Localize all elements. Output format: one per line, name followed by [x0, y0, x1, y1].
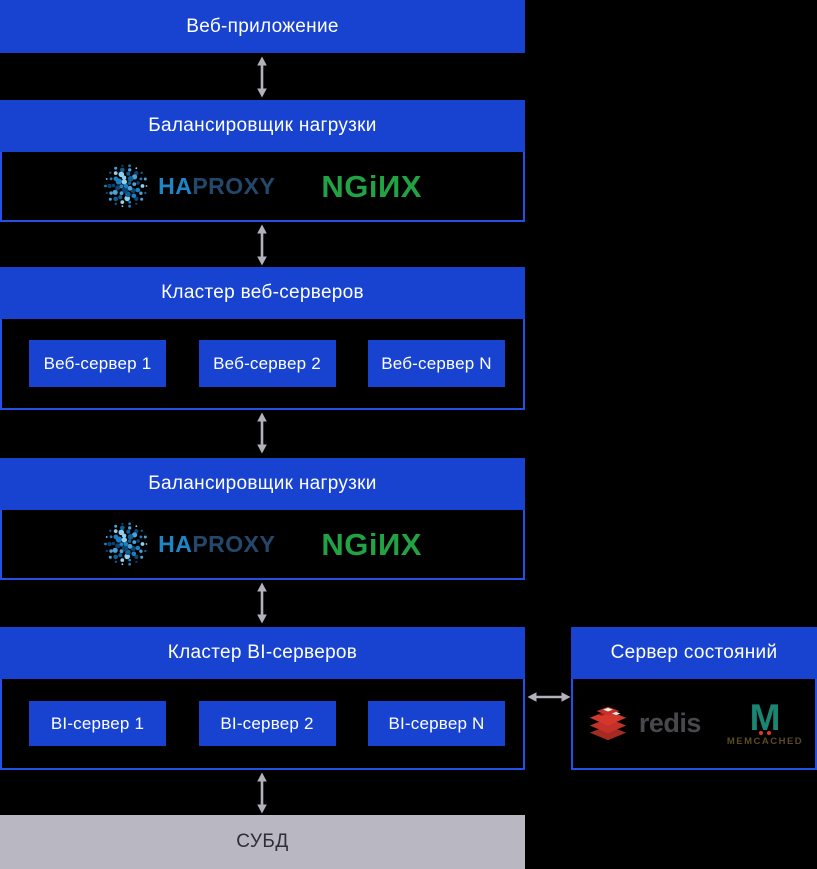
arrow-vertical-icon — [257, 582, 267, 624]
memcached-m-icon: M — [749, 696, 781, 738]
haproxy-ha-text: HA — [158, 530, 193, 557]
state-server-block: Сервер состояний redis M — [571, 627, 817, 770]
bi-server-2-box: BI-сервер 2 — [198, 701, 336, 746]
arrow-horizontal-icon — [527, 692, 571, 702]
state-server-title: Сервер состояний — [610, 642, 778, 663]
web-app-block: Веб-приложение — [0, 0, 525, 53]
arrow-vertical-icon — [257, 772, 267, 814]
bi-server-1-label: BI-сервер 1 — [50, 713, 145, 733]
web-cluster-title: Кластер веб-серверов — [161, 282, 364, 303]
nginx-logo: NGiИX — [321, 168, 422, 204]
bi-cluster-block: Кластер BI-серверов BI-сервер 1 BI-серве… — [0, 627, 525, 770]
load-balancer-1-title: Балансировщик нагрузки — [148, 115, 377, 136]
load-balancer-1-header: Балансировщик нагрузки — [0, 100, 525, 152]
web-app-title: Веб-приложение — [186, 15, 339, 37]
web-server-1-label: Веб-сервер 1 — [43, 353, 152, 373]
web-server-n-label: Веб-сервер N — [381, 353, 492, 373]
web-server-row: Веб-сервер 1 Веб-сервер 2 Веб-сервер N — [2, 340, 523, 387]
haproxy-logo: HAPROXY — [103, 163, 275, 209]
web-server-2-label: Веб-сервер 2 — [213, 353, 321, 373]
bi-server-row: BI-сервер 1 BI-сервер 2 BI-сервер N — [2, 701, 523, 746]
memcached-logo: M MEMCACHED — [726, 696, 804, 747]
redis-logo: redis — [585, 704, 701, 744]
load-balancer-2-block: Балансировщик нагрузки HAPROXY NGiИX — [0, 458, 525, 580]
web-server-n-box: Веб-сервер N — [368, 340, 505, 387]
dbms-block: СУБД — [0, 815, 525, 869]
nginx-logo: NGiИX — [321, 526, 422, 562]
load-balancer-2-body: HAPROXY NGiИX — [0, 510, 525, 580]
redis-stack-icon — [589, 706, 627, 740]
bi-cluster-title: Кластер BI-серверов — [167, 642, 358, 663]
haproxy-ha-text: HA — [158, 172, 193, 199]
haproxy-proxy-text: PROXY — [192, 172, 276, 199]
bi-server-n-box: BI-сервер N — [368, 701, 505, 746]
bi-server-1-box: BI-сервер 1 — [29, 701, 166, 746]
state-server-header: Сервер состояний — [571, 627, 817, 679]
bi-server-2-label: BI-сервер 2 — [220, 713, 314, 733]
haproxy-sphere-icon — [104, 164, 148, 208]
web-cluster-header: Кластер веб-серверов — [0, 267, 525, 319]
arrow-vertical-icon — [257, 224, 267, 266]
haproxy-logo: HAPROXY — [103, 521, 275, 567]
web-cluster-body: Веб-сервер 1 Веб-сервер 2 Веб-сервер N — [0, 319, 525, 410]
load-balancer-2-title: Балансировщик нагрузки — [148, 473, 377, 494]
arrow-vertical-icon — [257, 412, 267, 454]
haproxy-wordmark: HAPROXY — [158, 530, 276, 557]
web-server-2-box: Веб-сервер 2 — [198, 340, 336, 387]
bi-cluster-header: Кластер BI-серверов — [0, 627, 525, 679]
web-server-1-box: Веб-сервер 1 — [29, 340, 166, 387]
memcached-wordmark: MEMCACHED — [726, 735, 804, 747]
state-server-body: redis M MEMCACHED — [571, 679, 817, 770]
web-cluster-block: Кластер веб-серверов Веб-сервер 1 Веб-се… — [0, 267, 525, 410]
haproxy-sphere-icon — [104, 522, 148, 566]
load-balancer-1-block: Балансировщик нагрузки HAPROXY NGiИX — [0, 100, 525, 222]
bi-server-n-label: BI-сервер N — [388, 713, 485, 733]
redis-wordmark: redis — [638, 708, 702, 738]
memcached-eyes-icon — [759, 730, 771, 735]
load-balancer-2-header: Балансировщик нагрузки — [0, 458, 525, 510]
bi-cluster-body: BI-сервер 1 BI-сервер 2 BI-сервер N — [0, 679, 525, 770]
load-balancer-1-body: HAPROXY NGiИX — [0, 152, 525, 222]
arrow-vertical-icon — [257, 56, 267, 98]
dbms-title: СУБД — [236, 831, 289, 852]
haproxy-proxy-text: PROXY — [192, 530, 276, 557]
haproxy-wordmark: HAPROXY — [158, 172, 276, 199]
